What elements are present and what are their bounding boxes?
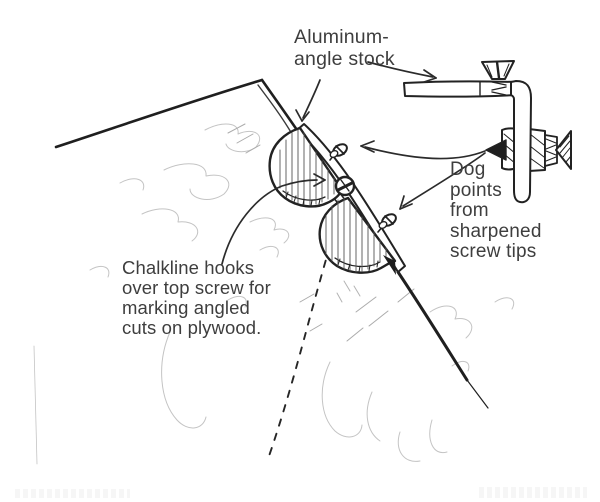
detail-angle-vertical-leg bbox=[510, 80, 532, 204]
label-chalkline-hooks: Chalkline hooks over top screw for marki… bbox=[122, 258, 271, 338]
detail-top-screw-threads bbox=[491, 81, 507, 96]
label-line: Dog bbox=[450, 159, 486, 180]
arrow-to-device bbox=[295, 79, 321, 122]
detail-screw-head bbox=[555, 130, 572, 170]
label-line: Chalkline hooks bbox=[122, 257, 255, 278]
arrow-dog-lower bbox=[399, 152, 486, 210]
label-line: angle stock bbox=[294, 48, 395, 70]
detail-sharpened-point bbox=[485, 139, 507, 161]
label-line: screw tips bbox=[450, 241, 537, 262]
lower-plate-hatching bbox=[325, 197, 387, 273]
detail-drawing bbox=[403, 60, 572, 204]
plywood-right-edge-fade bbox=[466, 379, 489, 409]
angle-stock-device bbox=[268, 123, 406, 275]
label-aluminum-angle-stock: Aluminum- angle stock bbox=[294, 26, 395, 70]
detail-top-screw bbox=[481, 60, 515, 96]
label-line: cuts on plywood. bbox=[122, 317, 262, 338]
upper-plate-rim-ticks bbox=[285, 191, 321, 207]
plywood-right-edge-lower bbox=[396, 270, 469, 382]
plywood-edge-thickness-line bbox=[257, 84, 293, 135]
plywood-top-edge bbox=[54, 78, 264, 149]
label-line: marking angled bbox=[122, 297, 250, 318]
label-dog-points: Dog points from sharpened screw tips bbox=[450, 159, 542, 263]
arrow-chalkline bbox=[221, 173, 326, 265]
angle-strip bbox=[296, 123, 406, 273]
label-line: over top screw for bbox=[122, 277, 271, 298]
upper-plate-hatching bbox=[279, 129, 335, 206]
watermark-left bbox=[15, 489, 130, 498]
lower-dog-screw bbox=[377, 213, 397, 233]
upper-dog-screw bbox=[329, 143, 348, 161]
upper-plate bbox=[268, 126, 344, 208]
arrow-to-detail bbox=[367, 61, 437, 83]
wood-grain-texture bbox=[33, 123, 515, 465]
plywood-right-edge-upper bbox=[260, 78, 299, 132]
label-line: from bbox=[450, 200, 489, 221]
lower-plate bbox=[318, 196, 397, 275]
label-line: sharpened bbox=[450, 220, 542, 242]
label-line: points bbox=[450, 179, 502, 201]
lower-plate-shadow-wedge bbox=[383, 255, 396, 275]
arrow-dog-upper bbox=[360, 140, 486, 160]
callout-arrows bbox=[221, 61, 486, 265]
plywood-sheet-edges bbox=[54, 78, 489, 409]
lower-plate-rim-ticks bbox=[337, 258, 379, 273]
watermark-right bbox=[479, 487, 587, 498]
label-line: Aluminum- bbox=[294, 26, 389, 48]
top-screw bbox=[334, 175, 356, 197]
lower-plate-rim bbox=[334, 257, 381, 268]
